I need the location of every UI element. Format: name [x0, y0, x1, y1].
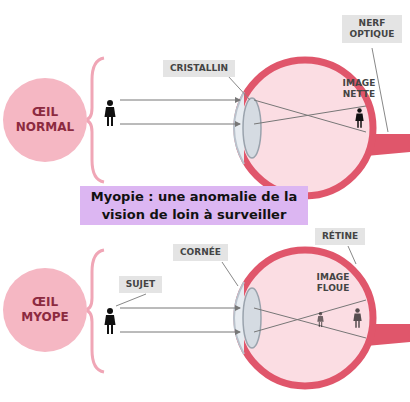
node-text: CORNÉE [179, 247, 222, 258]
part-label-box: CORNÉE [173, 244, 228, 261]
part-label-box: CRISTALLIN [163, 60, 235, 77]
title-band: Myopie : une anomalie de la vision de lo… [80, 186, 308, 225]
eye-type-circle: ŒIL NORMAL [3, 78, 87, 162]
node-text: SUJET [125, 279, 156, 290]
eye-type-circle: ŒIL MYOPE [3, 268, 87, 352]
part-label-box: NERF OPTIQUE [342, 15, 402, 43]
node-text: RÉTINE [321, 231, 359, 242]
part-label-box: RÉTINE [315, 228, 365, 245]
part-label-box: SUJET [119, 276, 162, 293]
node-text: ŒIL NORMAL [13, 105, 77, 135]
image-label: IMAGE NETTE [334, 78, 384, 100]
image-label: IMAGE FLOUE [308, 272, 358, 294]
node-text: CRISTALLIN [169, 63, 229, 74]
node-text: ŒIL MYOPE [13, 295, 77, 325]
node-text: NERF OPTIQUE [348, 18, 396, 40]
